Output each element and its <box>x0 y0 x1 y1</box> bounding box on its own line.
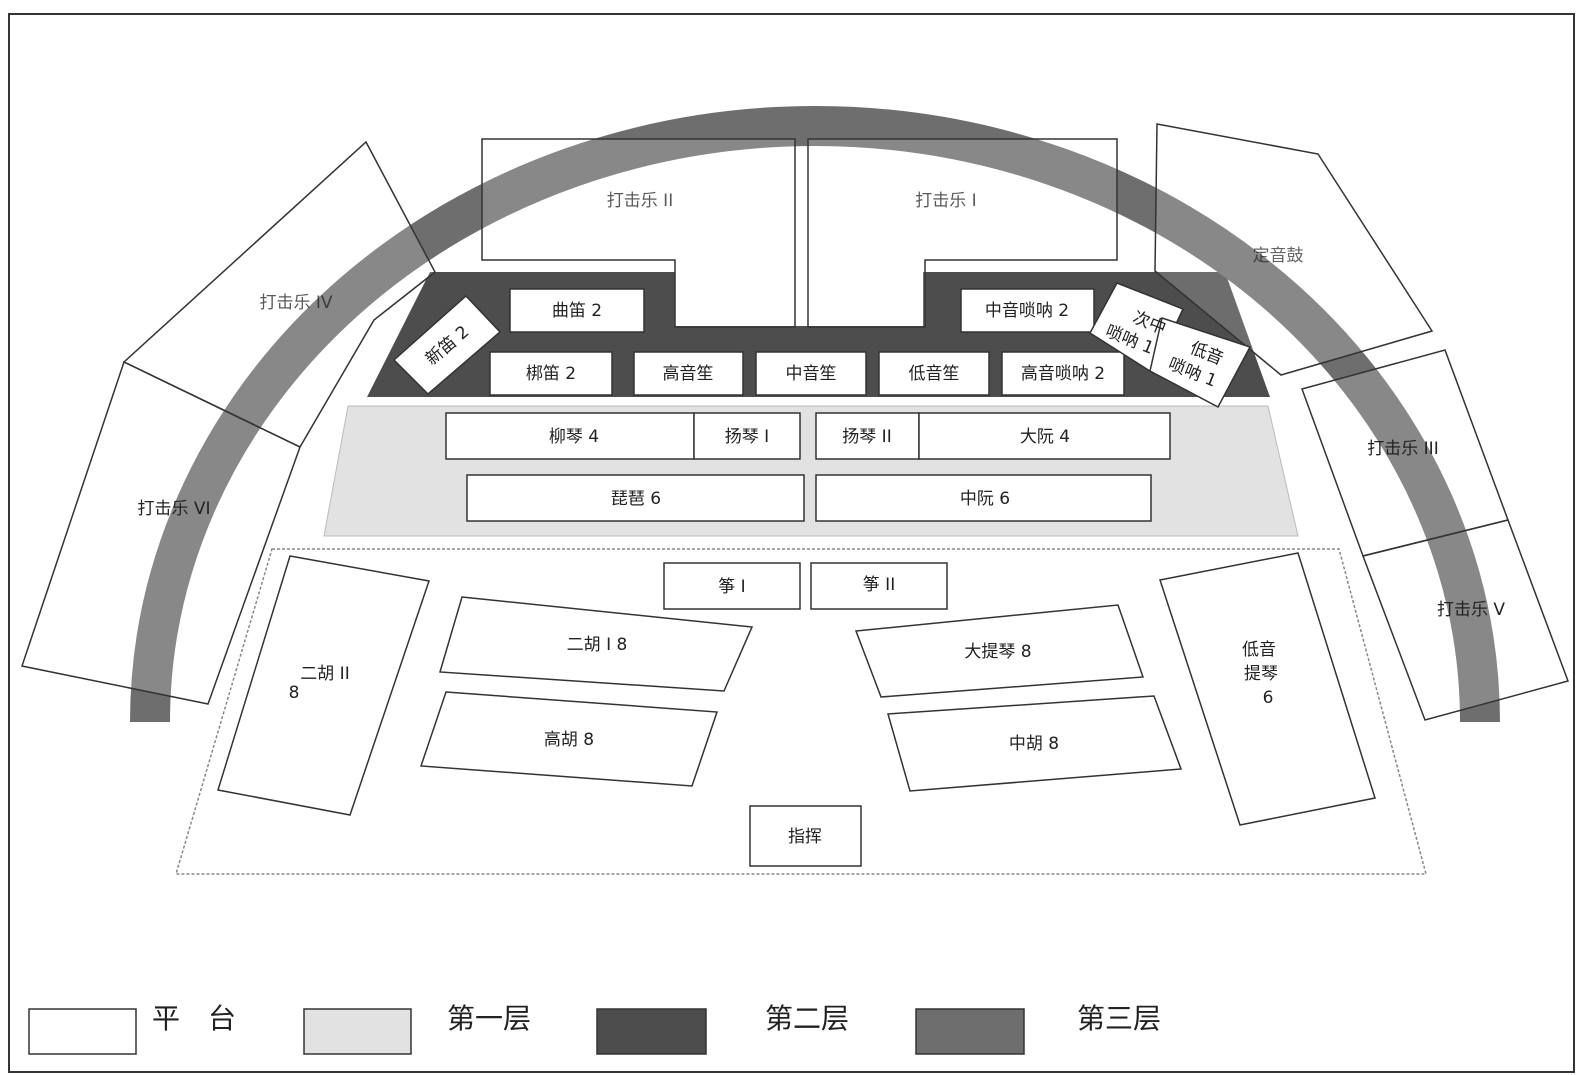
frame-border <box>8 13 1575 1073</box>
percussion-5-label: 打击乐 V <box>1437 600 1505 620</box>
timpani-box <box>1154 123 1434 376</box>
legend-label-platform: 平 台 <box>152 1002 236 1035</box>
alto-suona-box <box>960 288 1095 333</box>
bass-suona-box <box>1149 317 1252 409</box>
dagetiqin-box <box>854 604 1145 698</box>
percussion-3-label: 打击乐 III <box>1367 439 1438 459</box>
conductor-label: 指挥 <box>788 827 822 847</box>
gaohu-box <box>419 691 719 787</box>
gaohu-label: 高胡 8 <box>544 730 594 750</box>
legend-swatch-tier-1 <box>303 1008 412 1055</box>
low-sheng-label: 低音笙 <box>909 364 960 384</box>
qudi-box <box>509 288 645 333</box>
bangdi-box <box>489 351 613 396</box>
pipa-box <box>466 474 805 522</box>
zhonghu-box <box>887 695 1183 792</box>
legend-swatch-tier-3 <box>915 1008 1025 1055</box>
tier-3-arch <box>130 106 1500 723</box>
bass-cello-label-line1: 低音 <box>1242 640 1276 660</box>
yangqin-1-label: 扬琴 I <box>725 427 769 447</box>
percussion-1-box <box>807 138 1118 328</box>
yangqin-2-label: 扬琴 II <box>842 427 891 447</box>
low-sheng-box <box>878 351 990 396</box>
zheng-1-label: 筝 I <box>718 577 745 597</box>
conductor-box <box>749 805 862 867</box>
erhu-2-label-line1: 二胡 II <box>300 664 349 684</box>
legend-swatch-platform <box>28 1008 137 1055</box>
high-sheng-box <box>633 351 744 396</box>
zheng-2-label: 筝 II <box>863 575 895 595</box>
bangdi-label: 梆笛 2 <box>526 364 576 384</box>
daruan-label: 大阮 4 <box>1020 427 1070 447</box>
bass-cello-label-line2: 提琴 <box>1244 664 1278 684</box>
erhu-2-label-line2: 8 <box>289 683 300 703</box>
percussion-1-label: 打击乐 I <box>915 191 976 211</box>
erhu-1-box <box>439 596 754 692</box>
legend-label-tier-1: 第一层 <box>447 1002 531 1035</box>
legend-label-tier-2: 第二层 <box>765 1002 849 1035</box>
yangqin-1-box <box>693 412 801 460</box>
high-suona-box <box>1001 351 1125 396</box>
daruan-box <box>918 412 1171 460</box>
liuqin-box <box>445 412 695 460</box>
bass-cello-label-line3: 6 <box>1263 688 1274 708</box>
high-suona-label: 高音唢呐 2 <box>1021 364 1105 384</box>
percussion-6-box <box>21 360 301 705</box>
percussion-2-box <box>481 138 796 328</box>
percussion-6-label: 打击乐 VI <box>137 499 210 519</box>
xindi-box <box>392 294 502 396</box>
pipa-label: 琵琶 6 <box>611 489 661 509</box>
legend: 平 台 第一层 第二层 第三层 <box>28 1002 1161 1055</box>
percussion-4-label: 打击乐 IV <box>259 293 332 313</box>
zheng-2-box <box>810 562 948 610</box>
alto-suona-label: 中音唢呐 2 <box>985 301 1069 321</box>
legend-swatch-tier-2 <box>596 1008 707 1055</box>
zhongruan-label: 中阮 6 <box>960 489 1010 509</box>
percussion-5-box <box>1361 519 1569 721</box>
yangqin-2-box <box>815 412 920 460</box>
liuqin-label: 柳琴 4 <box>549 427 599 447</box>
bass-cello-box <box>1159 552 1376 826</box>
dagetiqin-label: 大提琴 8 <box>964 642 1031 662</box>
legend-label-tier-3: 第三层 <box>1077 1002 1161 1035</box>
qudi-label: 曲笛 2 <box>552 301 602 321</box>
mid-sheng-label: 中音笙 <box>786 364 837 384</box>
zhonghu-label: 中胡 8 <box>1009 734 1059 754</box>
high-sheng-label: 高音笙 <box>663 364 714 384</box>
timpani-label: 定音鼓 <box>1253 246 1304 266</box>
percussion-2-label: 打击乐 II <box>607 191 673 211</box>
zhongruan-box <box>815 474 1152 522</box>
erhu-2-box <box>217 555 430 816</box>
erhu-1-label: 二胡 I 8 <box>567 635 628 655</box>
mid-sheng-box <box>755 351 867 396</box>
zheng-1-box <box>663 562 801 610</box>
